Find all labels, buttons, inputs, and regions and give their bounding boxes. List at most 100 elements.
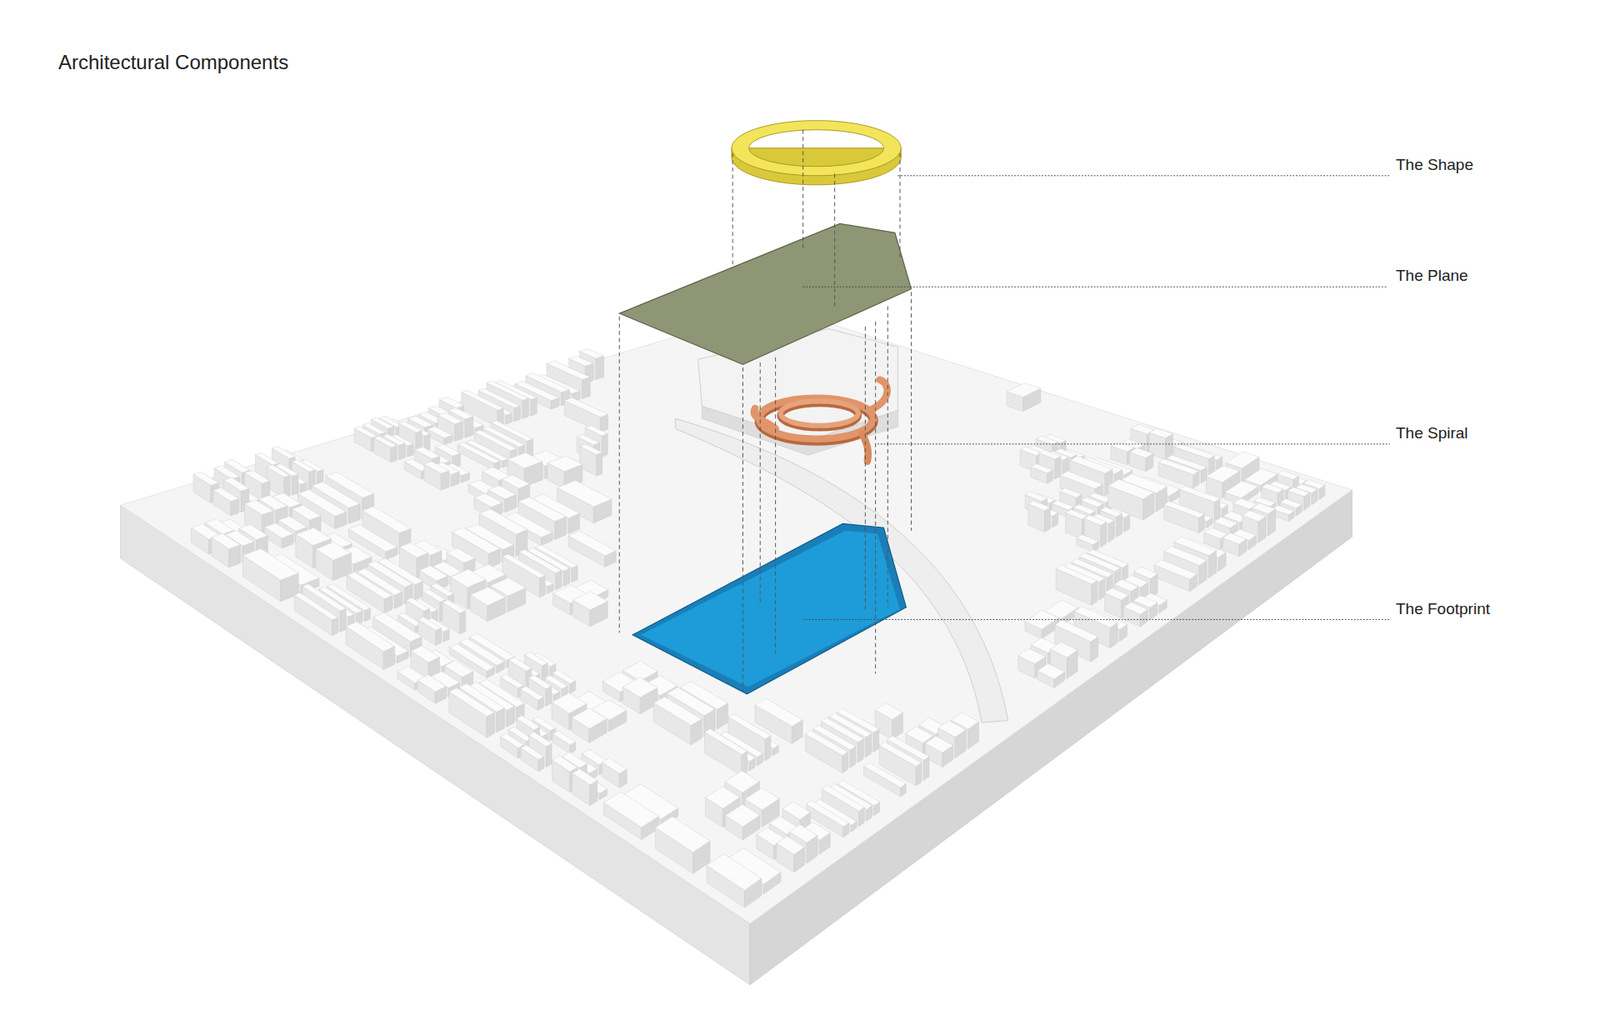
building-roof (585, 425, 608, 436)
building-roof (547, 455, 583, 472)
spiral (754, 380, 888, 462)
building (345, 621, 395, 670)
building (1006, 383, 1041, 412)
building (294, 592, 338, 635)
building-roof (557, 480, 612, 507)
building-roof (782, 801, 810, 820)
building-side (571, 565, 578, 583)
building (417, 675, 446, 704)
building (776, 835, 805, 873)
building-roof (1222, 533, 1246, 545)
building-roof (745, 787, 780, 810)
building-roof (1055, 620, 1099, 642)
diagram-title: Architectural Components (58, 50, 289, 75)
project-site (619, 120, 1390, 723)
building-roof (399, 542, 428, 558)
building-roof (242, 548, 299, 580)
building (1055, 565, 1097, 605)
building-side (546, 743, 553, 767)
building-roof (925, 735, 953, 753)
building-roof (435, 444, 461, 456)
building (654, 696, 702, 745)
building-side (1116, 513, 1122, 537)
building-roof (474, 493, 503, 508)
building-roof (1018, 648, 1046, 665)
component-label: The Shape (1395, 155, 1474, 175)
building-side (600, 414, 608, 432)
building-roof (415, 446, 440, 459)
building-roof (725, 770, 760, 793)
building-roof (444, 660, 473, 678)
building-roof (211, 533, 241, 550)
building-roof (1134, 566, 1159, 579)
building-roof (399, 421, 422, 433)
building-side (582, 376, 590, 399)
building-roof (1154, 560, 1197, 580)
building-roof (1164, 545, 1207, 565)
building-roof (1028, 500, 1050, 511)
building-side (522, 398, 529, 419)
building (572, 769, 598, 806)
plane (619, 223, 911, 365)
building-roof (525, 652, 549, 666)
building-roof (1225, 480, 1259, 498)
building-roof (374, 435, 397, 448)
building-side (407, 444, 414, 457)
building-roof (264, 523, 293, 539)
building-side (601, 433, 608, 457)
building-side (1055, 455, 1061, 479)
building-roof (1149, 428, 1173, 439)
building (864, 762, 907, 797)
building (500, 733, 525, 759)
component-label: The Spiral (1395, 424, 1469, 444)
building-roof (1114, 579, 1139, 592)
building-roof (546, 360, 590, 380)
building-roof (1129, 447, 1153, 458)
building-roof (422, 589, 446, 603)
building-roof (437, 412, 463, 425)
building (552, 730, 576, 754)
building-roof (214, 465, 240, 480)
building-roof (193, 471, 219, 485)
building (572, 591, 608, 627)
building-roof (427, 426, 453, 439)
leader-lines (803, 175, 1390, 620)
building-roof (1084, 515, 1106, 525)
building-roof (1100, 506, 1122, 517)
building-side (230, 499, 239, 516)
building-roof (1225, 451, 1260, 469)
building-side (340, 608, 346, 632)
building-roof (410, 645, 440, 663)
building-side (514, 405, 520, 421)
building (564, 397, 608, 432)
building-side (530, 397, 537, 416)
building-roof (508, 657, 532, 672)
building-roof (1055, 565, 1097, 585)
building-roof (1060, 470, 1103, 489)
building-roof (1006, 383, 1041, 398)
building-roof (728, 713, 771, 739)
building-roof (1180, 485, 1220, 503)
building-side (399, 443, 405, 460)
building-roof (500, 733, 525, 748)
building (603, 791, 659, 840)
building-side (390, 445, 397, 463)
building-roof (362, 506, 411, 534)
building-side (460, 610, 466, 635)
building-roof (457, 442, 500, 464)
building-side (435, 627, 442, 645)
building-side (564, 568, 570, 586)
building (520, 745, 545, 772)
component-label: The Plane (1395, 266, 1469, 286)
building (457, 442, 500, 471)
building (571, 708, 607, 744)
building-roof (1081, 497, 1104, 508)
component-label: The Footprint (1395, 600, 1490, 620)
building-roof (516, 715, 540, 730)
building (211, 533, 241, 568)
building-roof (1242, 510, 1266, 522)
building-roof (292, 505, 321, 520)
building (1129, 447, 1153, 471)
building (470, 586, 505, 621)
building-roof (424, 461, 450, 475)
